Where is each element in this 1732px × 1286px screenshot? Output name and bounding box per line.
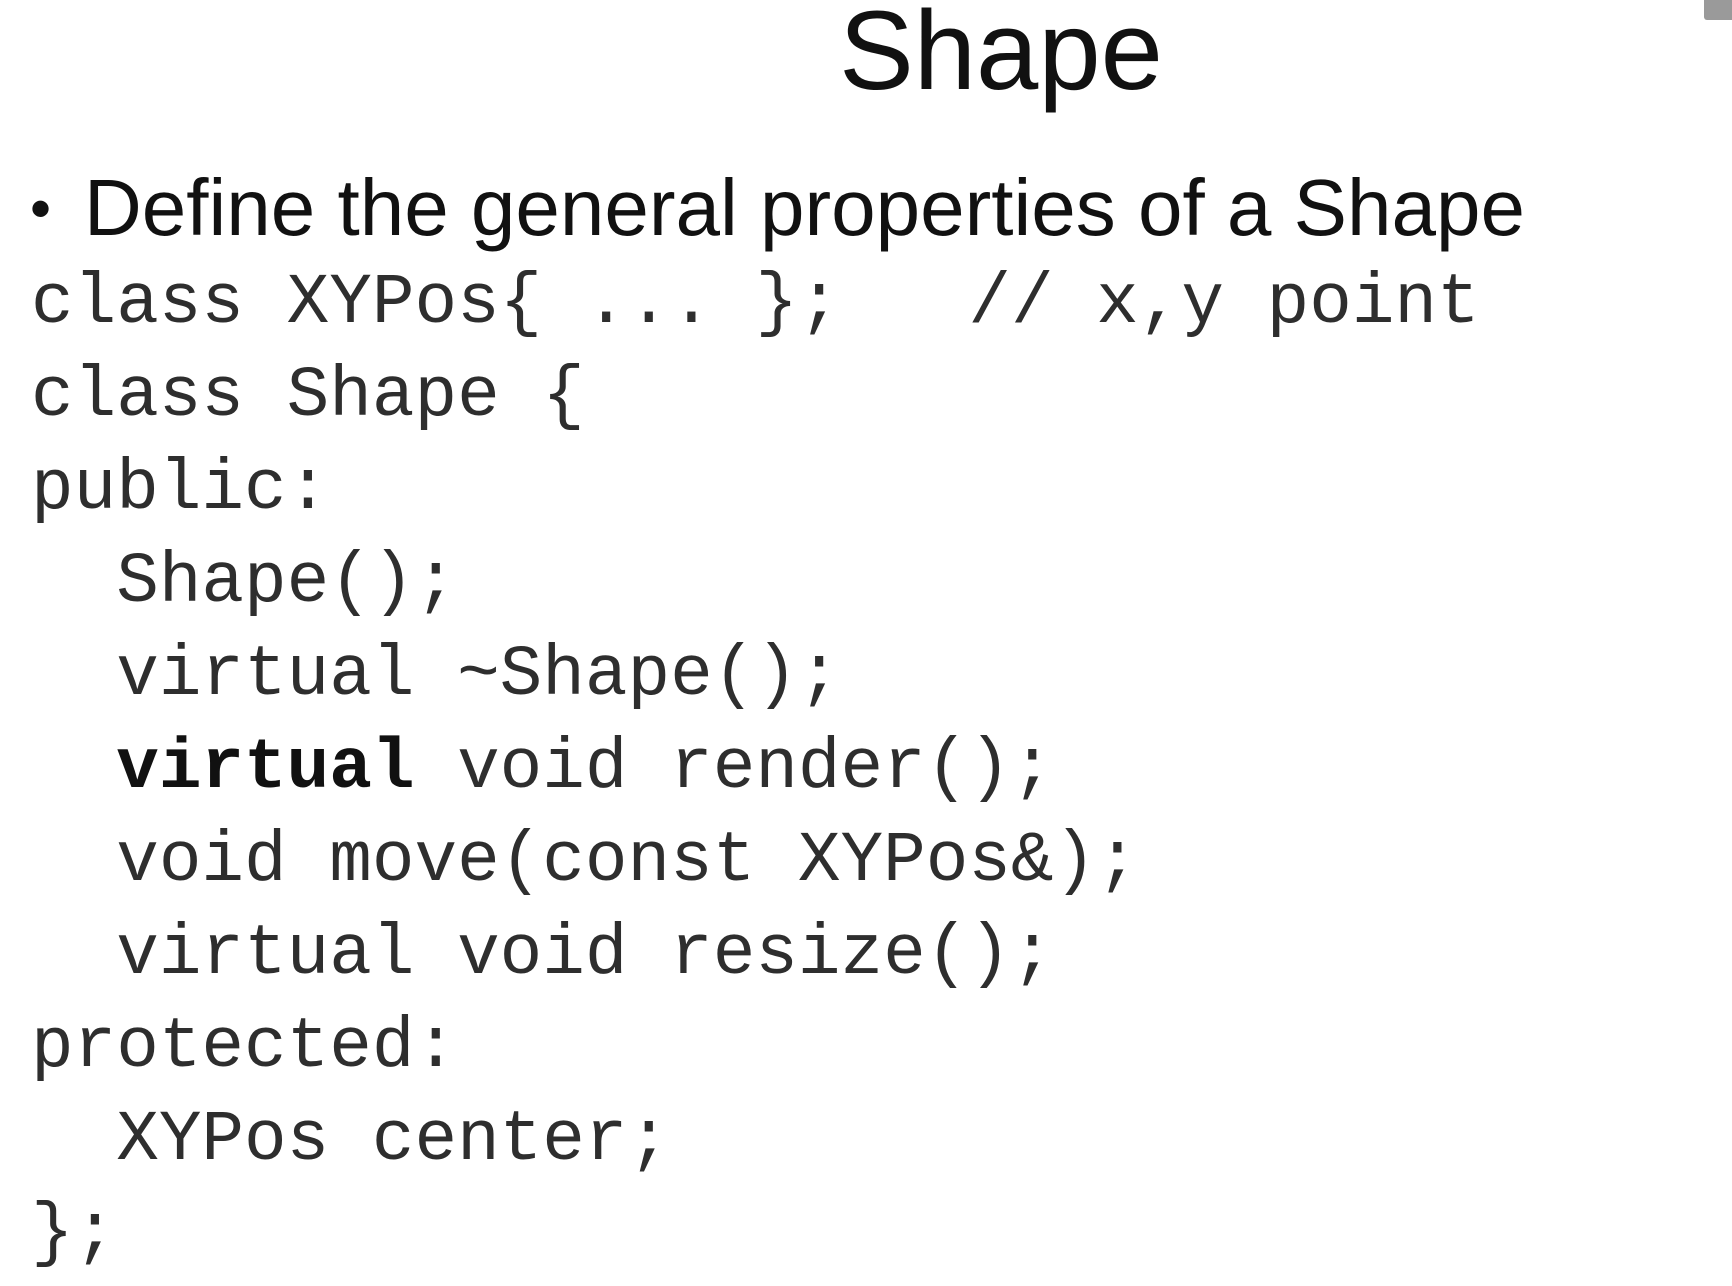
code-line: class XYPos{ ... }; // x,y point — [31, 258, 1480, 351]
code-text: void move(const XYPos&); — [116, 822, 1139, 902]
bullet-icon: • — [30, 175, 52, 242]
code-text: }; — [31, 1194, 117, 1274]
code-indent — [31, 915, 116, 995]
code-line: class Shape { — [31, 351, 1480, 444]
code-indent — [31, 822, 116, 902]
code-text: void render(); — [414, 729, 1054, 809]
code-indent — [31, 729, 116, 809]
code-text: class XYPos{ ... }; // x,y point — [31, 264, 1480, 344]
code-indent — [31, 543, 116, 623]
code-text: class Shape { — [31, 357, 585, 437]
code-line: public: — [31, 444, 1480, 537]
slide-title: Shape — [839, 0, 1163, 113]
code-keyword-bold: virtual — [116, 729, 415, 809]
code-indent — [31, 636, 116, 716]
bullet-point: • Define the general properties of a Shap… — [30, 160, 1525, 257]
code-indent — [31, 1101, 116, 1181]
code-text: virtual ~Shape(); — [116, 636, 841, 716]
code-line: void move(const XYPos&); — [31, 816, 1480, 909]
code-line: }; — [31, 1188, 1480, 1281]
code-line: virtual void resize(); — [31, 909, 1480, 1002]
code-line: Shape(); — [31, 537, 1480, 630]
code-text: virtual void resize(); — [116, 915, 1054, 995]
code-text: XYPos center; — [116, 1101, 671, 1181]
code-line: virtual void render(); — [31, 723, 1480, 816]
code-text: protected: — [31, 1008, 458, 1088]
code-text: Shape(); — [116, 543, 458, 623]
bullet-text: Define the general properties of a Shape — [84, 163, 1525, 252]
code-line: XYPos center; — [31, 1095, 1480, 1188]
comment-icon[interactable] — [1704, 0, 1732, 20]
code-line: protected: — [31, 1002, 1480, 1095]
code-line: virtual ~Shape(); — [31, 630, 1480, 723]
code-block: class XYPos{ ... }; // x,y point class Sh… — [31, 258, 1480, 1281]
code-text: public: — [31, 450, 330, 530]
